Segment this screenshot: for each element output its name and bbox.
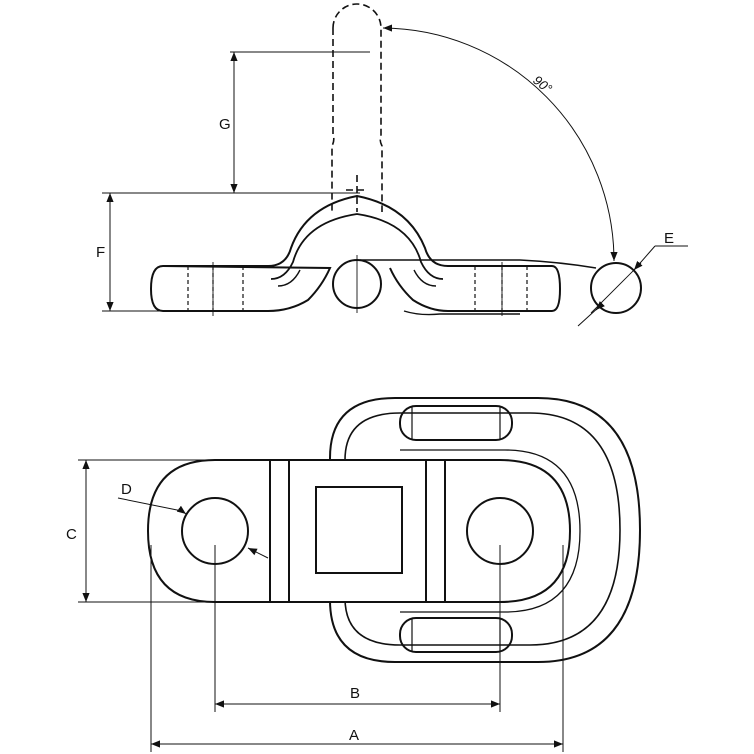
plan-dimensions	[78, 459, 564, 752]
ring-section	[590, 262, 642, 314]
folded-ring-phantom	[331, 3, 383, 212]
ring-outer	[329, 397, 642, 663]
side-view	[149, 3, 642, 316]
plate-outline	[146, 459, 572, 603]
plan-view	[146, 397, 642, 663]
centre-square	[315, 486, 403, 574]
dim-label-g: G	[219, 116, 231, 133]
dim-label-f: F	[96, 244, 105, 261]
dim-label-d: D	[121, 481, 132, 498]
angle-label: 90°	[530, 72, 555, 96]
slot-top	[399, 405, 513, 441]
dim-label-b: B	[350, 685, 360, 702]
side-plate-body	[149, 194, 562, 312]
side-dimensions	[102, 24, 688, 327]
dim-label-c: C	[66, 526, 77, 543]
ring-inner	[344, 412, 621, 646]
slot-bottom	[399, 617, 513, 653]
dim-label-e: E	[664, 230, 674, 247]
dim-label-a: A	[349, 727, 359, 744]
